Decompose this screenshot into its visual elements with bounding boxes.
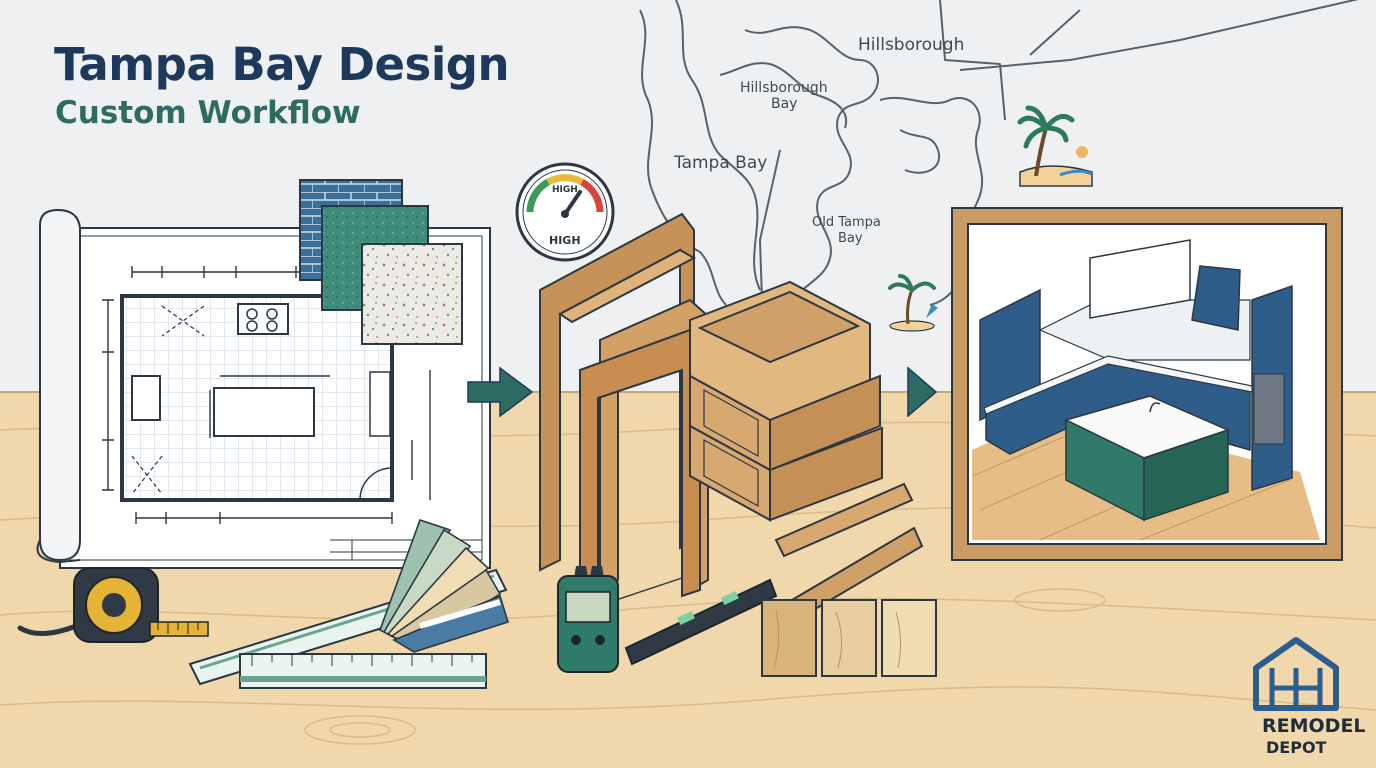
palm-tree-icon-small: [888, 274, 938, 332]
arrow-right-icon-second: [907, 366, 938, 418]
map-label-hillsborough-bay: Hillsborough: [740, 80, 828, 96]
map-label-hillsborough-bay-second-line: Bay: [771, 96, 797, 112]
palm-tree-icon: [1017, 105, 1093, 187]
kitchen-render-frame: [951, 207, 1343, 561]
cabinet-components: [539, 212, 924, 620]
gauge-label-bottom: HIGH: [549, 234, 581, 247]
blueprint-icon: [36, 208, 491, 569]
tampa-bay-map: [639, 0, 1359, 306]
moisture-meter-icon: [557, 566, 619, 673]
arrow-right-icon: [467, 366, 534, 418]
level-tool-icon: [624, 578, 778, 666]
map-label-hillsborough: Hillsborough: [858, 35, 964, 55]
map-label-old-tampa-bay: Old Tampa: [812, 215, 881, 230]
tile-samples-icon: [299, 179, 463, 345]
map-label-old-tampa-bay-second-line: Bay: [838, 231, 863, 246]
page-title: Tampa Bay Design: [54, 38, 510, 91]
color-swatch-fan-icon: [379, 518, 509, 653]
map-label-tampa-bay: Tampa Bay: [673, 153, 767, 173]
tape-measure-icon: [17, 567, 209, 643]
humidity-gauge-icon: [515, 162, 615, 262]
gauge-label-top: HIGH: [552, 185, 578, 195]
page-subtitle: Custom Workflow: [55, 95, 361, 131]
brand-name-second-line: DEPOT: [1266, 738, 1327, 757]
house-logo-icon: [1253, 637, 1339, 711]
brand-name: REMODEL: [1262, 715, 1366, 737]
wood-sample-icon: [761, 599, 937, 677]
